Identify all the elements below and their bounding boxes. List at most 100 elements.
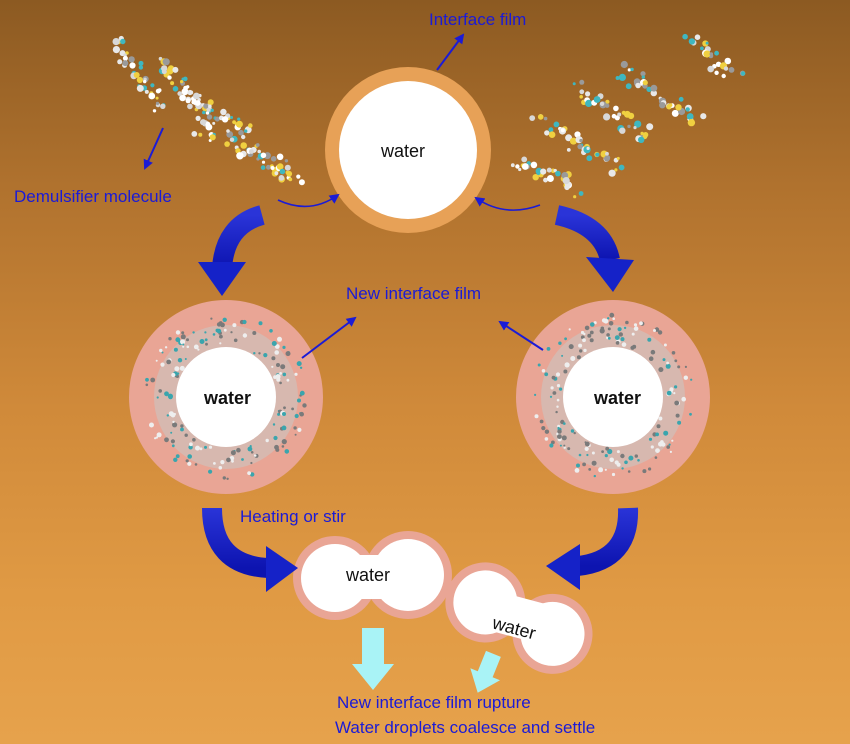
molecule-atom [222,476,226,480]
molecule-atom [595,152,600,157]
molecule-atom [614,335,620,340]
molecule-atom [180,339,186,345]
molecule-atom [620,337,625,342]
molecule-atom [205,342,208,346]
molecule-atom [293,426,297,430]
molecule-atom [650,89,657,97]
molecule-atom [145,377,149,382]
molecule-atom [233,338,238,343]
molecule-atom [187,454,192,459]
molecule-atom [250,451,254,454]
molecule-atom [593,474,596,478]
molecule-atom [615,76,620,80]
molecule-atom [740,71,746,76]
molecule-atom [607,327,611,331]
molecule-atom [541,369,546,373]
molecule-atom [237,117,241,121]
molecule-atom [556,384,561,388]
molecule-atom [294,413,299,419]
bottom-left-water-label: water [346,565,391,585]
molecule-atom [614,115,620,121]
molecule-atom [253,352,256,355]
molecule-atom [577,144,583,150]
molecule-atom [175,330,181,335]
molecule-atom [576,355,581,360]
molecule-atom [175,337,181,343]
molecule-fringe-right [534,312,693,478]
molecule-atom [283,406,286,410]
molecule-atom [294,433,297,436]
molecule-atom [543,116,548,121]
molecule-atom [666,445,670,449]
molecule-atom [161,351,164,354]
molecule-atom [192,438,196,442]
new-film-arrow-left [301,316,357,359]
left-water-core [176,347,276,447]
big-arrow-top-left [198,205,266,296]
molecule-atom [579,79,585,85]
molecule-atom [159,348,163,353]
molecule-atom [570,429,575,433]
demulsifier-molecule-right [510,33,746,199]
molecule-atom [601,450,604,453]
molecule-atom [580,330,585,335]
molecule-atom [686,113,694,120]
molecule-atom [657,330,663,335]
molecule-atom [633,126,637,130]
molecule-atom [191,131,198,137]
molecule-atom [568,328,571,331]
molecule-atom [539,419,544,424]
molecule-atom [274,344,280,349]
molecule-atom [247,471,252,475]
molecule-atom [216,328,222,334]
molecule-atom [574,468,580,473]
molecule-atom [548,131,556,138]
molecule-atom [298,179,305,186]
molecule-atom [284,159,289,163]
molecule-atom [136,84,144,92]
molecule-atom [536,171,541,175]
molecule-atom [164,391,169,397]
molecule-atom [171,444,175,448]
molecule-atom [208,445,213,449]
molecule-atom [661,442,666,447]
molecule-atom [682,33,688,40]
molecule-atom [564,362,570,368]
molecule-atom [544,372,549,377]
molecule-atom [625,320,629,325]
right-water-label: water [594,388,642,408]
molecule-atom [668,103,673,107]
molecule-atom [646,86,652,93]
molecule-atom [555,410,558,414]
molecule-atom [557,424,561,428]
molecule-atom [563,446,566,449]
molecule-atom [186,338,189,342]
molecule-atom [232,323,237,328]
molecule-atom [707,65,714,73]
molecule-atom [530,161,538,169]
molecule-atom [659,102,666,109]
molecule-atom [274,444,279,450]
molecule-atom [576,463,580,468]
molecule-atom [543,177,548,183]
molecule-atom [662,358,666,362]
molecule-atom [586,155,593,162]
molecule-atom [155,101,160,105]
molecule-atom [297,398,301,403]
molecule-atom [605,151,609,156]
molecule-atom [638,136,645,143]
big-arrow-bottom-left [202,507,298,592]
molecule-atom [634,454,638,458]
molecule-atom [270,166,275,170]
molecule-atom [723,66,729,71]
molecule-atom [663,430,669,436]
molecule-atom [185,459,189,463]
molecule-atom [563,444,566,447]
molecule-atom [171,372,176,378]
molecule-atom [218,466,223,470]
molecule-atom [555,372,561,377]
molecule-atom [721,73,726,79]
molecule-atom [611,472,616,477]
molecule-atom [235,120,243,128]
molecule-atom [655,448,660,453]
